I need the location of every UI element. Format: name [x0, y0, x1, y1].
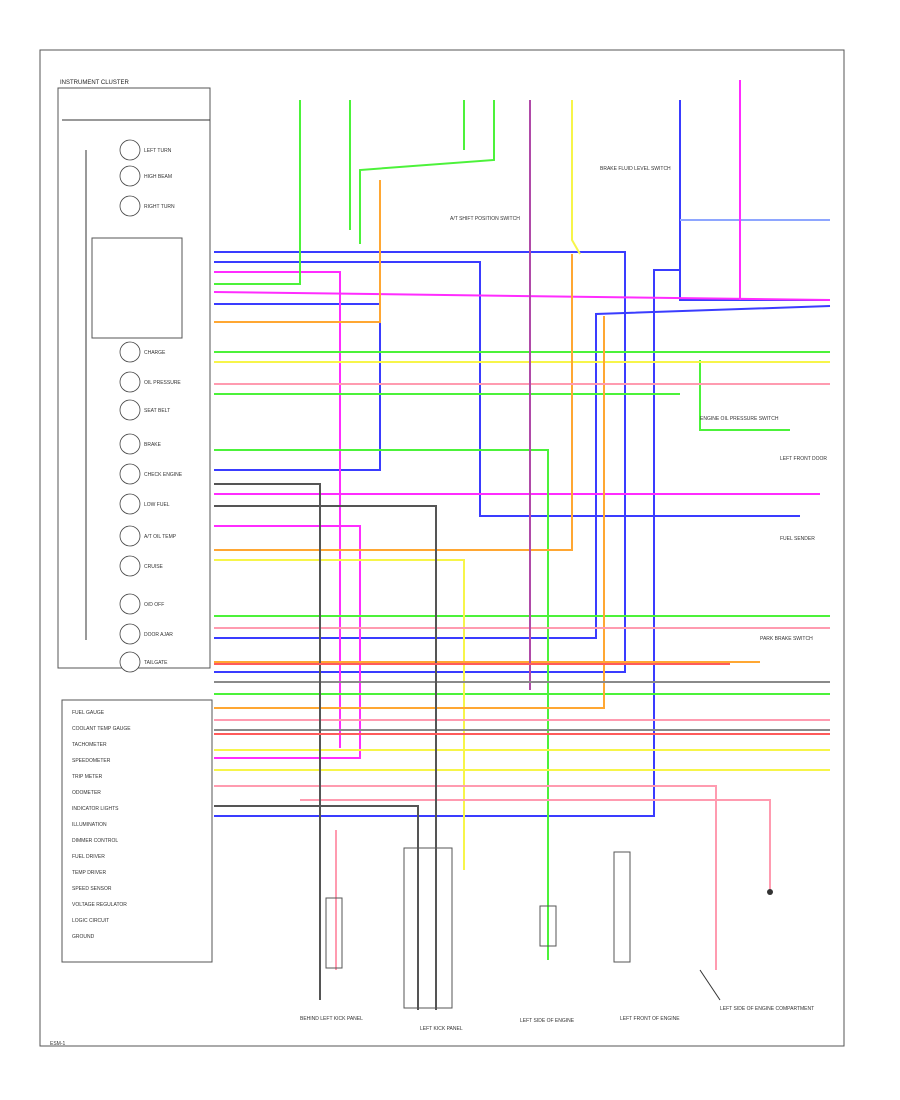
wire-green	[214, 449, 549, 960]
wire-yellow	[571, 100, 581, 255]
indicator-label: LEFT TURN	[144, 148, 172, 154]
indicator-lamp	[119, 555, 141, 577]
indicator-label: CRUISE	[144, 564, 164, 570]
gauge-list: FUEL GAUGE COOLANT TEMP GAUGE TACHOMETER SP…	[72, 710, 131, 940]
gauge-list-item: COOLANT TEMP GAUGE	[72, 726, 131, 732]
wire-pink	[214, 785, 717, 970]
wire-blue	[214, 305, 831, 639]
diagram-border	[39, 49, 845, 1047]
right-label: FUEL SENDER	[780, 536, 815, 542]
indicator-label: OIL PRESSURE	[144, 380, 181, 386]
indicator-lamp	[119, 195, 141, 217]
wire-magenta	[214, 525, 361, 759]
wire-orange	[214, 180, 381, 323]
indicator-lamp	[119, 593, 141, 615]
right-labels: LEFT FRONT DOOR FUEL SENDER PARK BRAKE S…	[450, 166, 827, 642]
wire-green	[359, 100, 495, 244]
wire-magenta	[214, 271, 341, 748]
gauge-list-item: INDICATOR LIGHTS	[72, 806, 119, 812]
wire-pink	[300, 799, 771, 890]
indicator-lamp	[119, 371, 141, 393]
indicator-lamp	[119, 463, 141, 485]
indicator-lamp	[119, 139, 141, 161]
wire-green	[214, 100, 301, 285]
cluster-title: INSTRUMENT CLUSTER	[60, 80, 130, 86]
gauge-list-item: FUEL DRIVER	[72, 854, 105, 860]
indicator-lamp	[119, 493, 141, 515]
sensor-component	[539, 905, 557, 947]
indicator-lamp	[119, 165, 141, 187]
indicator-lamp	[119, 433, 141, 455]
indicator-lamps	[119, 139, 141, 673]
indicator-label: LOW FUEL	[144, 502, 170, 508]
wire-yellow	[214, 559, 465, 870]
gauge-list-item: VOLTAGE REGULATOR	[72, 902, 127, 908]
indicator-label-group: LEFT TURN HIGH BEAM RIGHT TURN CHARGE OIL PR…	[144, 148, 183, 666]
switch-component	[699, 969, 721, 1001]
right-label: BRAKE FLUID LEVEL SWITCH	[600, 166, 671, 172]
indicator-lamp	[119, 623, 141, 645]
switch-component	[325, 897, 343, 969]
bottom-label: LEFT KICK PANEL	[420, 1026, 463, 1032]
indicator-label: HIGH BEAM	[144, 174, 172, 180]
bottom-label: LEFT SIDE OF ENGINE COMPARTMENT	[720, 1006, 814, 1012]
right-label: LEFT FRONT DOOR	[780, 456, 827, 462]
right-label: A/T SHIFT POSITION SWITCH	[450, 216, 520, 222]
indicator-label: A/T OIL TEMP	[144, 534, 177, 540]
indicator-lamp	[119, 341, 141, 363]
right-label: ENGINE OIL PRESSURE SWITCH	[700, 416, 779, 422]
gauge-list-item: TACHOMETER	[72, 742, 107, 748]
wire-orange	[214, 316, 605, 709]
bottom-labels: LEFT KICK PANEL LEFT SIDE OF ENGINE LEFT…	[300, 1006, 814, 1032]
wire-blue	[214, 303, 381, 471]
indicator-label: CHECK ENGINE	[144, 472, 183, 478]
wire-magenta	[213, 291, 831, 301]
connector-block	[403, 847, 453, 1009]
components	[325, 847, 773, 1009]
indicator-lamp	[119, 399, 141, 421]
gauge-list-item: GROUND	[72, 934, 95, 940]
gauge-list-item: ODOMETER	[72, 790, 101, 796]
gauge-list-item: LOGIC CIRCUIT	[72, 918, 109, 924]
gauge-list-item: TEMP DRIVER	[72, 870, 106, 876]
wire-blue-vertical	[679, 100, 830, 301]
indicator-label: TAILGATE	[144, 660, 168, 666]
wire-darkgray	[214, 805, 419, 1010]
gauge-list-block	[61, 699, 213, 963]
gauge-subblock	[91, 237, 183, 339]
indicator-label: BRAKE	[144, 442, 162, 448]
connector-dot	[767, 889, 773, 895]
bottom-label: LEFT SIDE OF ENGINE	[520, 1018, 575, 1024]
indicator-label: RIGHT TURN	[144, 204, 175, 210]
indicator-lamp	[119, 651, 141, 673]
indicator-label: CHARGE	[144, 350, 166, 356]
wire-darkgray	[214, 483, 321, 1000]
bottom-label: BEHIND LEFT KICK PANEL	[300, 1016, 363, 1022]
footer-label: ESM-1	[50, 1041, 66, 1047]
indicator-label: SEAT BELT	[144, 408, 170, 414]
switch-component	[613, 851, 631, 963]
wire-orange	[214, 254, 573, 551]
gauge-list-item: TRIP METER	[72, 774, 103, 780]
gauge-list-item: SPEED SENSOR	[72, 886, 112, 892]
wire-blue	[214, 261, 800, 517]
indicator-lamp	[119, 525, 141, 547]
wire-blue	[214, 269, 680, 817]
bottom-label: LEFT FRONT OF ENGINE	[620, 1016, 680, 1022]
wire-harness	[213, 80, 831, 1010]
gauge-list-item: DIMMER CONTROL	[72, 838, 118, 844]
right-label: PARK BRAKE SWITCH	[760, 636, 813, 642]
gauge-list-item: FUEL GAUGE	[72, 710, 105, 716]
gauge-list-item: ILLUMINATION	[72, 822, 107, 828]
indicator-label: DOOR AJAR	[144, 632, 173, 638]
wire-blue-loop	[214, 251, 626, 673]
wire-darkgray	[214, 505, 437, 1010]
indicator-label: O/D OFF	[144, 602, 164, 608]
gauge-list-item: SPEEDOMETER	[72, 758, 111, 764]
